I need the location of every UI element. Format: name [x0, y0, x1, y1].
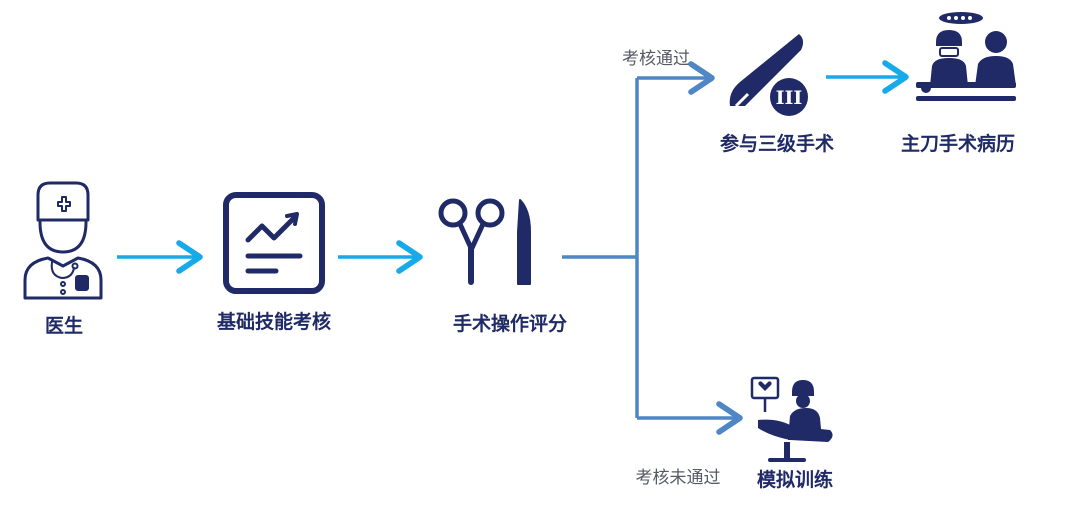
level-badge-text: III [776, 87, 803, 109]
doctor-icon [23, 181, 103, 300]
basic-skill-label: 基础技能考核 [216, 310, 331, 333]
chart-board-icon [223, 192, 325, 294]
lead-surgery-record-label: 主刀手术病历 [901, 132, 1015, 155]
simulation-training-icon [750, 376, 833, 462]
simulation-training-label: 模拟训练 [757, 468, 833, 491]
branch-connector [562, 61, 743, 435]
pass-edge-label: 考核通过 [622, 49, 690, 69]
level3-surgery-label: 参与三级手术 [720, 132, 834, 155]
doctor-label: 医生 [45, 314, 83, 337]
fail-edge-label: 考核未通过 [636, 468, 721, 488]
scalpel-badge-icon: III [729, 34, 808, 116]
surgery-score-label: 手术操作评分 [453, 312, 567, 335]
operating-room-icon [916, 12, 1016, 101]
surgical-tools-icon [438, 198, 531, 285]
